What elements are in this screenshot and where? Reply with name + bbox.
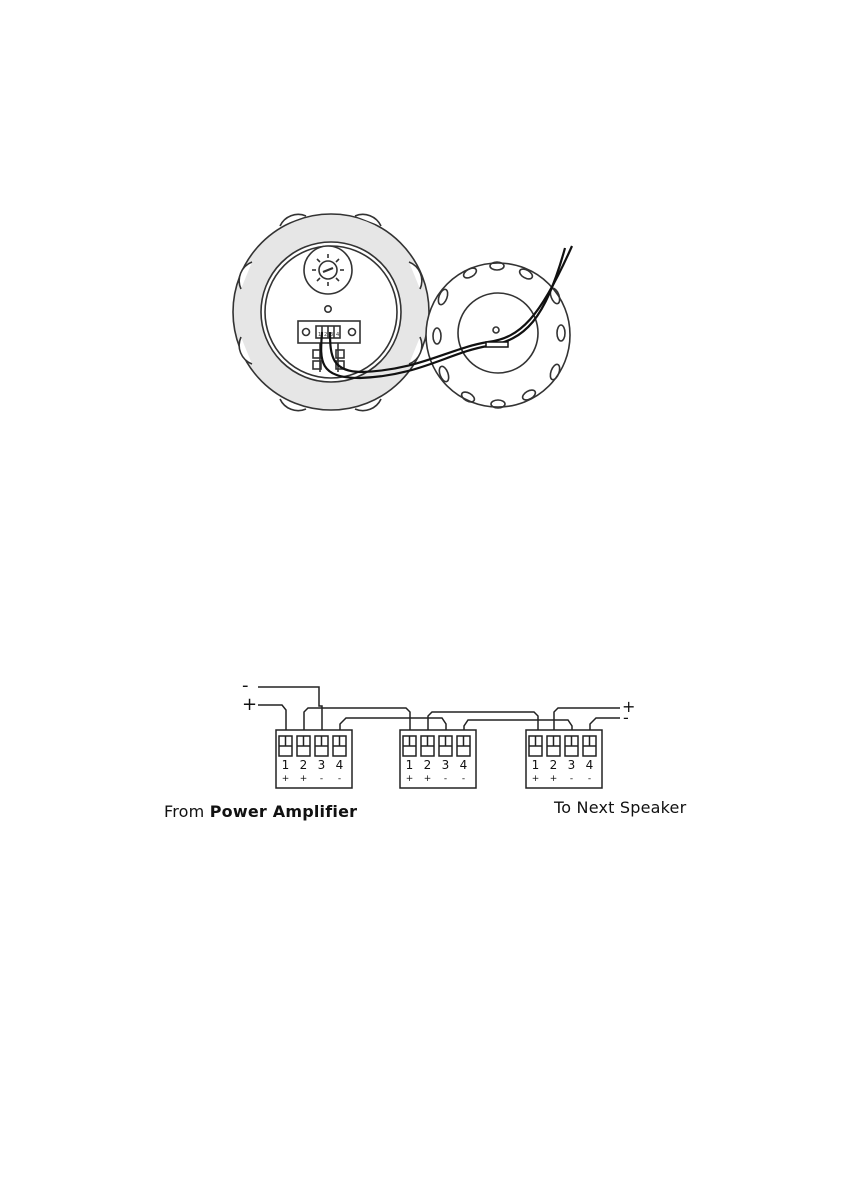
from-power-amplifier-label: From Power Amplifier xyxy=(164,802,357,821)
to-next-speaker-label: To Next Speaker xyxy=(554,798,686,817)
terminal-polarity: - xyxy=(320,774,323,784)
terminal-polarity: - xyxy=(338,774,341,784)
terminal-polarity: + xyxy=(300,774,308,784)
terminal-polarity: - xyxy=(462,774,465,784)
terminal-number: 1 xyxy=(406,758,414,772)
terminal-number: 2 xyxy=(300,758,308,772)
terminal-polarity: + xyxy=(406,774,414,784)
input-plus-sign: + xyxy=(242,694,257,715)
terminal-number: 4 xyxy=(336,758,344,772)
terminal-number: 2 xyxy=(550,758,558,772)
terminal-polarity: + xyxy=(282,774,290,784)
terminal-polarity: + xyxy=(532,774,540,784)
terminal-number: 4 xyxy=(460,758,468,772)
terminal-number: 4 xyxy=(586,758,594,772)
from-label-bold: Power Amplifier xyxy=(210,802,357,821)
terminal-polarity: - xyxy=(588,774,591,784)
terminal-number: 3 xyxy=(568,758,576,772)
input-minus-sign: - xyxy=(242,675,249,696)
terminal-polarity: + xyxy=(424,774,432,784)
terminal-polarity: - xyxy=(444,774,447,784)
from-label-prefix: From xyxy=(164,802,210,821)
terminal-number: 3 xyxy=(318,758,326,772)
output-minus-sign: - xyxy=(623,708,629,727)
terminal-polarity: - xyxy=(570,774,573,784)
terminal-number: 1 xyxy=(282,758,290,772)
terminal-number: 2 xyxy=(424,758,432,772)
terminal-number: 1 xyxy=(532,758,540,772)
terminal-number: 3 xyxy=(442,758,450,772)
terminal-polarity: + xyxy=(550,774,558,784)
